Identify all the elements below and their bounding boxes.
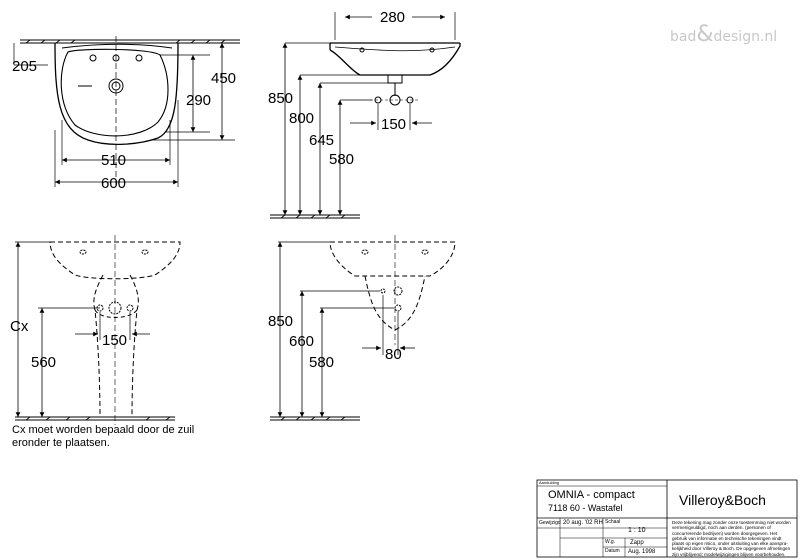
dim-580-side: 580 [329,151,355,168]
tb-disclaimer: Deze tekening mag zonder onze toestemmin… [672,520,796,557]
note-line-2: eronder te plaatsen. [12,437,110,449]
watermark-ampersand: & [696,22,714,47]
tb-product-name: OMNIA - compact [548,489,635,501]
dim-660-right: 660 [289,333,315,350]
dim-450: 450 [211,70,237,87]
disclaimer-line: concurrerende bedrijven) worden doorgege… [672,530,778,536]
dim-205: 205 [12,58,38,75]
dim-800-side: 800 [289,110,315,127]
tb-product-code: 7118 60 - Wastafel [548,503,623,513]
tb-gewijzigd-label: Gewijzigd [539,520,561,526]
watermark-text-b: design.nl [713,29,778,45]
dim-850-side: 850 [268,90,294,107]
dim-cx: Cx [10,318,29,335]
dim-510: 510 [101,152,127,169]
tb-aanduiding-label: Aanduiding [539,480,560,485]
tb-schaal-value: 1 : 10 [628,527,646,534]
dim-150-side: 150 [381,116,407,133]
installation-note: Cx moet worden bepaald door de zuil eron… [12,424,312,450]
side-view [270,12,461,219]
watermark-logo: bad&design.nl [670,22,777,47]
tb-brand: Villeroy&Boch [679,492,766,508]
disclaimer-line: Deze tekening mag zonder onze toestemmin… [672,520,791,525]
disclaimer-line: vermenigvuldigd, noch aan derden. (perso… [672,525,771,531]
side-view-pedestal [270,235,456,421]
disclaimer-line: zijn vrijblijvend; modelwijzigingen blij… [672,551,786,557]
dim-290: 290 [186,92,212,109]
dim-850-right: 850 [268,313,294,330]
tb-datum-value: Aug. 1998 [628,549,656,555]
disclaimer-line: kelijkheid door Villeroy & Boch. De opge… [672,546,791,552]
dim-580-right: 580 [309,354,335,371]
tb-schaal-label: Schaal [605,519,621,525]
tb-datum-label: Datum [605,548,620,554]
dim-280: 280 [380,9,406,26]
tb-wg-value: Zapp [630,540,644,546]
watermark-text-a: bad [670,29,697,45]
dim-600: 600 [101,175,127,192]
dim-560: 560 [31,354,57,371]
disclaimer-line: gebruik van informatie en technische tek… [672,535,782,541]
disclaimer-line: plaats op eigen risico, onder uitsluitin… [672,541,788,547]
title-block-frame [536,479,798,558]
tb-gewijzigd-value: 20 aug. '02 RH [563,520,603,526]
tb-wg-label: W.g. [605,539,616,545]
top-view [13,36,240,187]
dim-645-side: 645 [309,132,335,149]
front-view [15,235,181,425]
dim-80-right: 80 [385,346,402,363]
dim-150-front: 150 [102,332,128,349]
note-line-1: Cx moet worden bepaald door de zuil [12,424,195,436]
